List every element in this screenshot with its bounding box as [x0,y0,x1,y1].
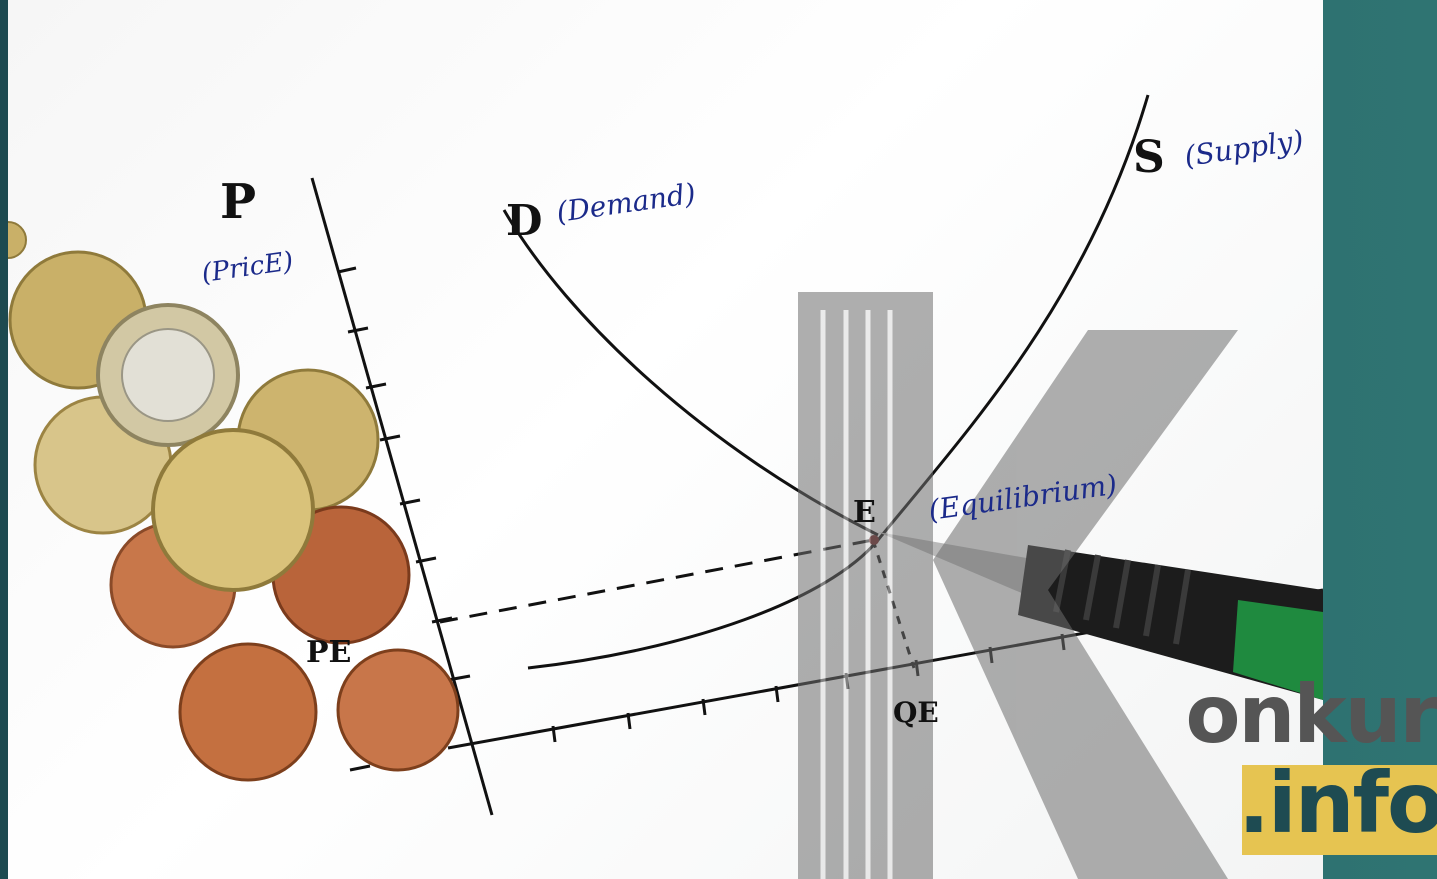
demand-letter: D [506,196,542,245]
quantity-equilibrium-label: QE [893,696,939,729]
price-axis-letter: P [220,174,256,230]
price-axis-word: (PricE) [200,246,295,289]
equilibrium-letter: E [853,495,876,530]
coins-group [8,222,458,780]
graph-drawing: P (PricE) D (Demand) S (Supply) E (Equil… [8,0,1323,879]
coin-1-cent-left [180,644,316,780]
coin-20-cent [153,430,313,590]
supply-word: (Supply) [1182,124,1305,173]
price-equilibrium-label: PE [306,635,351,670]
coin-1-cent-right [338,650,458,770]
supply-letter: S [1133,132,1165,183]
demand-word: (Demand) [554,177,697,229]
photo-economics-graph: P (PricE) D (Demand) S (Supply) E (Equil… [8,0,1323,879]
